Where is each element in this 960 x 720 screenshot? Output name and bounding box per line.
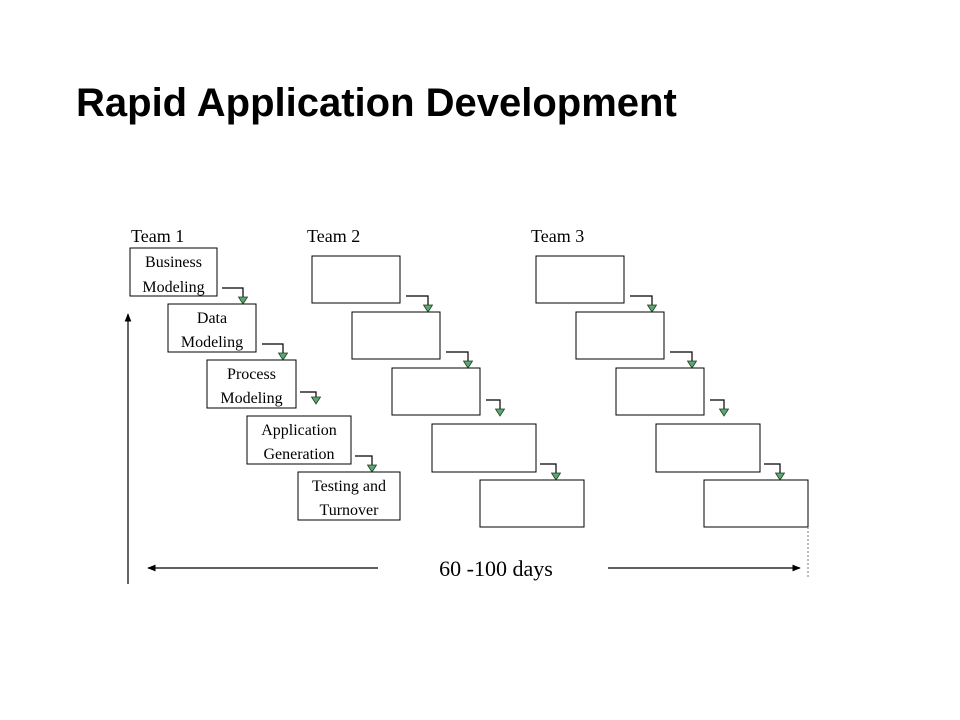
team-2-box-5 bbox=[479, 479, 585, 528]
team-label-2: Team 2 bbox=[307, 226, 360, 246]
team-2-box-2 bbox=[351, 311, 441, 360]
phase-label-line: Modeling bbox=[181, 334, 243, 351]
step-connector bbox=[300, 391, 322, 405]
phase-box-business-modeling: Business Modeling bbox=[129, 247, 218, 297]
team-1-phases: Business Modeling Data Modeling Process … bbox=[129, 247, 401, 521]
phase-label-line: Modeling bbox=[220, 390, 282, 407]
team-label-1: Team 1 bbox=[131, 226, 184, 246]
step-connector bbox=[630, 295, 658, 313]
team-label-3: Team 3 bbox=[531, 226, 584, 246]
phase-box-testing-and-turnover: Testing and Turnover bbox=[297, 471, 401, 521]
team-3-box-3 bbox=[615, 367, 705, 416]
phase-label-line: Business bbox=[145, 254, 202, 271]
phase-label-line: Modeling bbox=[142, 279, 204, 296]
phase-box-application-generation: Application Generation bbox=[246, 415, 352, 465]
phase-box-data-modeling: Data Modeling bbox=[167, 303, 257, 353]
step-connector bbox=[406, 295, 434, 313]
step-connector bbox=[764, 463, 786, 481]
step-connector bbox=[540, 463, 562, 481]
step-connector bbox=[262, 343, 289, 361]
phase-label-line: Turnover bbox=[320, 502, 380, 519]
team-3-box-5 bbox=[703, 479, 809, 528]
team-2-box-1 bbox=[311, 255, 401, 304]
phase-label-line: Generation bbox=[263, 446, 334, 463]
step-connector bbox=[486, 399, 506, 417]
team-3-phases bbox=[535, 255, 809, 528]
phase-box-process-modeling: Process Modeling bbox=[206, 359, 297, 409]
team-2-box-3 bbox=[391, 367, 481, 416]
step-connector bbox=[710, 399, 730, 417]
phase-label-line: Application bbox=[261, 422, 337, 439]
phase-label-line: Testing and bbox=[312, 478, 386, 495]
team-3-box-4 bbox=[655, 423, 761, 473]
team-2-phases bbox=[311, 255, 585, 528]
team-2-box-4 bbox=[431, 423, 537, 473]
team-1-connectors bbox=[222, 287, 378, 473]
team-2-connectors bbox=[406, 295, 562, 481]
phase-label-line: Data bbox=[197, 310, 227, 327]
duration-label: 60 -100 days bbox=[439, 556, 553, 581]
step-connector bbox=[446, 351, 474, 369]
step-connector bbox=[355, 455, 378, 473]
team-3-connectors bbox=[630, 295, 786, 481]
slide-title: Rapid Application Development bbox=[76, 81, 677, 125]
team-3-box-2 bbox=[575, 311, 665, 360]
phase-label-line: Process bbox=[227, 366, 276, 383]
step-connector bbox=[670, 351, 698, 369]
team-3-box-1 bbox=[535, 255, 625, 304]
step-connector bbox=[222, 287, 249, 305]
